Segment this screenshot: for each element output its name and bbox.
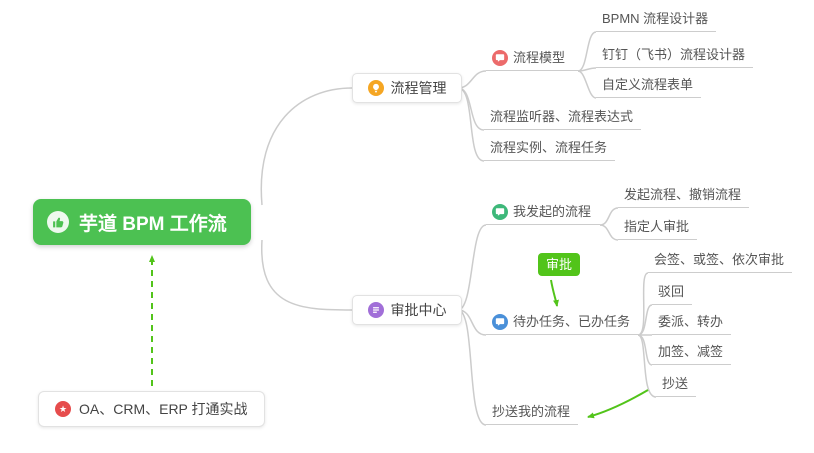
wire-model-bpmn	[577, 31, 597, 72]
leaf-label: 自定义流程表单	[602, 77, 694, 92]
process-model-icon	[492, 49, 508, 66]
leaf-label: 会签、或签、依次审批	[654, 252, 785, 267]
approval-badge-label: 审批	[546, 257, 573, 272]
leaf-custom-form[interactable]: 自定义流程表单	[596, 75, 702, 98]
node-process-model[interactable]: 流程模型	[486, 48, 578, 71]
leaf-label: 委派、转办	[658, 314, 724, 329]
approval-badge[interactable]: 审批	[538, 253, 581, 276]
leaf-label: 抄送我的流程	[492, 404, 571, 419]
practice-note-label: OA、CRM、ERP 打通实战	[79, 401, 248, 417]
leaf-label: 钉钉（飞书）流程设计器	[602, 47, 746, 62]
leaf-cc[interactable]: 抄送	[656, 374, 697, 397]
node-practice-note[interactable]: ★ OA、CRM、ERP 打通实战	[38, 391, 265, 427]
root-node-bpm-workflow[interactable]: 芋道 BPM 工作流	[33, 199, 251, 245]
wire-process-model	[457, 70, 487, 89]
leaf-assignee-approval[interactable]: 指定人审批	[618, 217, 698, 240]
wire-initiated-launch	[599, 207, 619, 226]
root-node-label: 芋道 BPM 工作流	[79, 213, 227, 235]
leaf-label: 流程实例、流程任务	[490, 140, 608, 155]
approval-center-icon	[367, 302, 384, 318]
leaf-label: BPMN 流程设计器	[602, 11, 709, 26]
leaf-addsign-removesign[interactable]: 加签、减签	[652, 342, 732, 365]
lightbulb-icon	[367, 80, 384, 96]
node-todo-done-tasks[interactable]: 待办任务、已办任务	[486, 312, 640, 335]
leaf-label: 流程监听器、流程表达式	[490, 109, 634, 124]
leaf-process-listener[interactable]: 流程监听器、流程表达式	[484, 107, 642, 130]
approval-center-label: 审批中心	[390, 302, 447, 318]
node-process-management[interactable]: 流程管理	[352, 73, 462, 103]
leaf-dingtalk-designer[interactable]: 钉钉（飞书）流程设计器	[596, 45, 754, 68]
leaf-countersign[interactable]: 会签、或签、依次审批	[648, 250, 793, 273]
process-management-label: 流程管理	[390, 80, 447, 96]
leaf-delegate-transfer[interactable]: 委派、转办	[652, 312, 732, 335]
wire-tasks-cc	[637, 334, 657, 398]
leaf-label: 发起流程、撤销流程	[624, 187, 742, 202]
wire-approval-cc	[457, 309, 487, 426]
wire-model-customform	[577, 70, 597, 99]
leaf-label: 加签、减签	[658, 344, 724, 359]
wire-root-approval	[261, 239, 353, 311]
leaf-label: 指定人审批	[624, 219, 690, 234]
leaf-launch-cancel[interactable]: 发起流程、撤销流程	[618, 185, 750, 208]
tasks-icon	[492, 313, 508, 330]
wire-process-instance	[457, 87, 485, 162]
wire-approval-initiated	[457, 224, 487, 311]
cc-flow-arrow	[587, 389, 649, 419]
thumbs-up-icon	[47, 211, 69, 233]
wire-initiated-assignee	[599, 224, 619, 241]
wire-root-process	[260, 87, 353, 206]
leaf-cc-my-process[interactable]: 抄送我的流程	[486, 402, 579, 425]
process-model-label: 流程模型	[513, 50, 566, 65]
leaf-process-instance[interactable]: 流程实例、流程任务	[484, 138, 616, 161]
my-initiated-label: 我发起的流程	[513, 204, 592, 219]
approval-flow-arrow	[550, 279, 559, 307]
leaf-label: 抄送	[662, 376, 689, 391]
star-icon: ★	[55, 401, 71, 417]
node-approval-center[interactable]: 审批中心	[352, 295, 462, 325]
leaf-label: 驳回	[658, 284, 685, 299]
my-initiated-icon	[492, 203, 508, 220]
node-my-initiated[interactable]: 我发起的流程	[486, 202, 600, 225]
wire-tasks-reject	[637, 304, 653, 336]
leaf-reject[interactable]: 驳回	[652, 282, 693, 305]
leaf-bpmn-designer[interactable]: BPMN 流程设计器	[596, 9, 717, 32]
todo-done-label: 待办任务、已办任务	[513, 314, 631, 329]
